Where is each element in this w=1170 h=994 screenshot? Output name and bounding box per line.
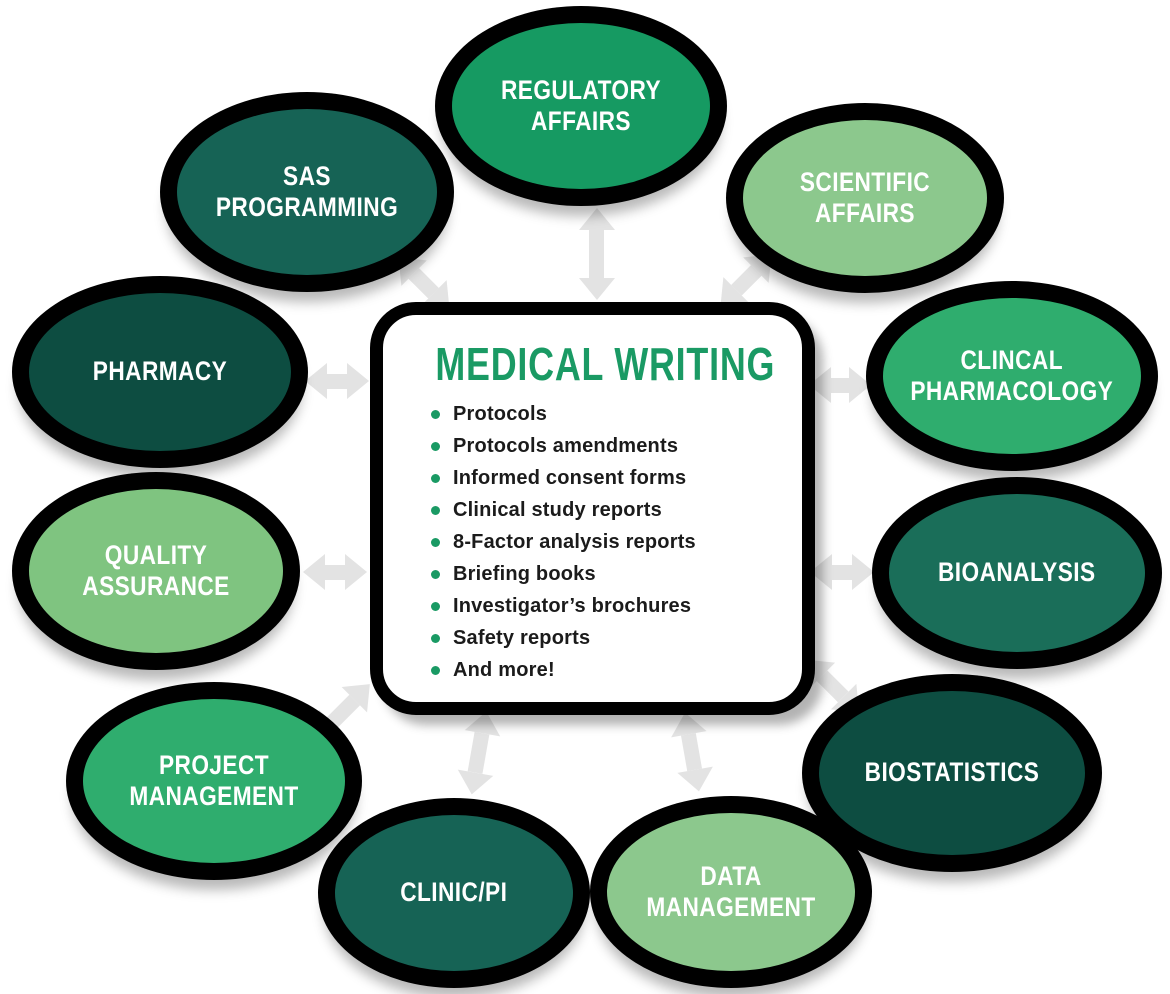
list-item: Protocols xyxy=(431,403,792,426)
arrow-bar xyxy=(681,732,703,772)
medical-writing-panel: MEDICAL WRITING Protocols Protocols amen… xyxy=(370,302,815,715)
ellipse: BIOSTATISTICS xyxy=(819,691,1085,855)
node-regulatory-affairs: REGULATORY AFFAIRS xyxy=(435,6,727,206)
arrow-head xyxy=(852,554,874,590)
ellipse: QUALITY ASSURANCE xyxy=(29,489,283,653)
node-label: DATA MANAGEMENT xyxy=(646,860,816,922)
list-item: Clinical study reports xyxy=(431,499,792,522)
list-item: Briefing books xyxy=(431,563,792,586)
list-item: Investigator’s brochures xyxy=(431,595,792,618)
node-bioanalysis: BIOANALYSIS xyxy=(872,477,1162,669)
node-clincal-pharmacology: CLINCAL PHARMACOLOGY xyxy=(866,281,1158,471)
node-clinic-pi: CLINIC/PI xyxy=(318,798,590,988)
arrow-bar xyxy=(831,377,849,393)
node-label: QUALITY ASSURANCE xyxy=(82,539,230,601)
list-item: And more! xyxy=(431,659,792,682)
arrow-bar xyxy=(589,230,605,278)
node-quality-assurance: QUALITY ASSURANCE xyxy=(12,472,300,670)
ellipse: DATA MANAGEMENT xyxy=(607,813,855,971)
ellipse: REGULATORY AFFAIRS xyxy=(452,23,710,189)
node-sas-programming: SAS PROGRAMMING xyxy=(160,92,454,292)
arrow-bar xyxy=(468,732,490,774)
services-list: Protocols Protocols amendments Informed … xyxy=(383,403,802,682)
arrow-head xyxy=(453,769,494,798)
arrow-head xyxy=(345,554,367,590)
ellipse: CLINIC/PI xyxy=(335,815,573,971)
double-arrow-icon xyxy=(810,554,874,590)
node-biostatistics: BIOSTATISTICS xyxy=(802,674,1102,872)
arrow-bar xyxy=(325,564,345,580)
arrow-head xyxy=(303,554,325,590)
ellipse: PROJECT MANAGEMENT xyxy=(83,699,345,863)
double-arrow-icon xyxy=(305,363,369,399)
arrow-head xyxy=(347,363,369,399)
double-arrow-icon xyxy=(453,708,505,798)
arrow-head xyxy=(677,766,717,795)
ellipse: PHARMACY xyxy=(29,293,291,451)
arrow-bar xyxy=(832,564,852,580)
node-label: BIOANALYSIS xyxy=(938,557,1096,588)
node-label: SAS PROGRAMMING xyxy=(215,160,399,222)
node-label: SCIENTIFIC AFFAIRS xyxy=(799,166,931,228)
ellipse: SAS PROGRAMMING xyxy=(177,109,437,275)
arrow-head xyxy=(849,367,871,403)
node-project-management: PROJECT MANAGEMENT xyxy=(66,682,362,880)
list-item: 8-Factor analysis reports xyxy=(431,531,792,554)
arrow-head xyxy=(810,554,832,590)
node-scientific-affairs: SCIENTIFIC AFFAIRS xyxy=(726,103,1004,293)
node-pharmacy: PHARMACY xyxy=(12,276,308,468)
ellipse: SCIENTIFIC AFFAIRS xyxy=(743,120,987,276)
node-label: REGULATORY AFFAIRS xyxy=(500,74,662,136)
double-arrow-icon xyxy=(667,709,717,795)
arrow-head xyxy=(305,363,327,399)
double-arrow-icon xyxy=(303,554,367,590)
node-label: CLINIC/PI xyxy=(400,877,508,908)
node-label: PHARMACY xyxy=(92,356,228,387)
list-item: Informed consent forms xyxy=(431,467,792,490)
node-label: PROJECT MANAGEMENT xyxy=(129,749,299,811)
double-arrow-icon xyxy=(809,367,871,403)
panel-title: MEDICAL WRITING xyxy=(435,338,776,390)
node-label: CLINCAL PHARMACOLOGY xyxy=(910,344,1114,406)
list-item: Safety reports xyxy=(431,627,792,650)
arrow-head xyxy=(579,278,615,300)
ellipse: BIOANALYSIS xyxy=(889,494,1145,652)
node-data-management: DATA MANAGEMENT xyxy=(590,796,872,988)
arrow-bar xyxy=(327,373,347,389)
node-label: BIOSTATISTICS xyxy=(864,757,1040,788)
list-item: Protocols amendments xyxy=(431,435,792,458)
double-arrow-icon xyxy=(579,208,615,300)
ellipse: CLINCAL PHARMACOLOGY xyxy=(883,298,1141,454)
arrow-head xyxy=(579,208,615,230)
